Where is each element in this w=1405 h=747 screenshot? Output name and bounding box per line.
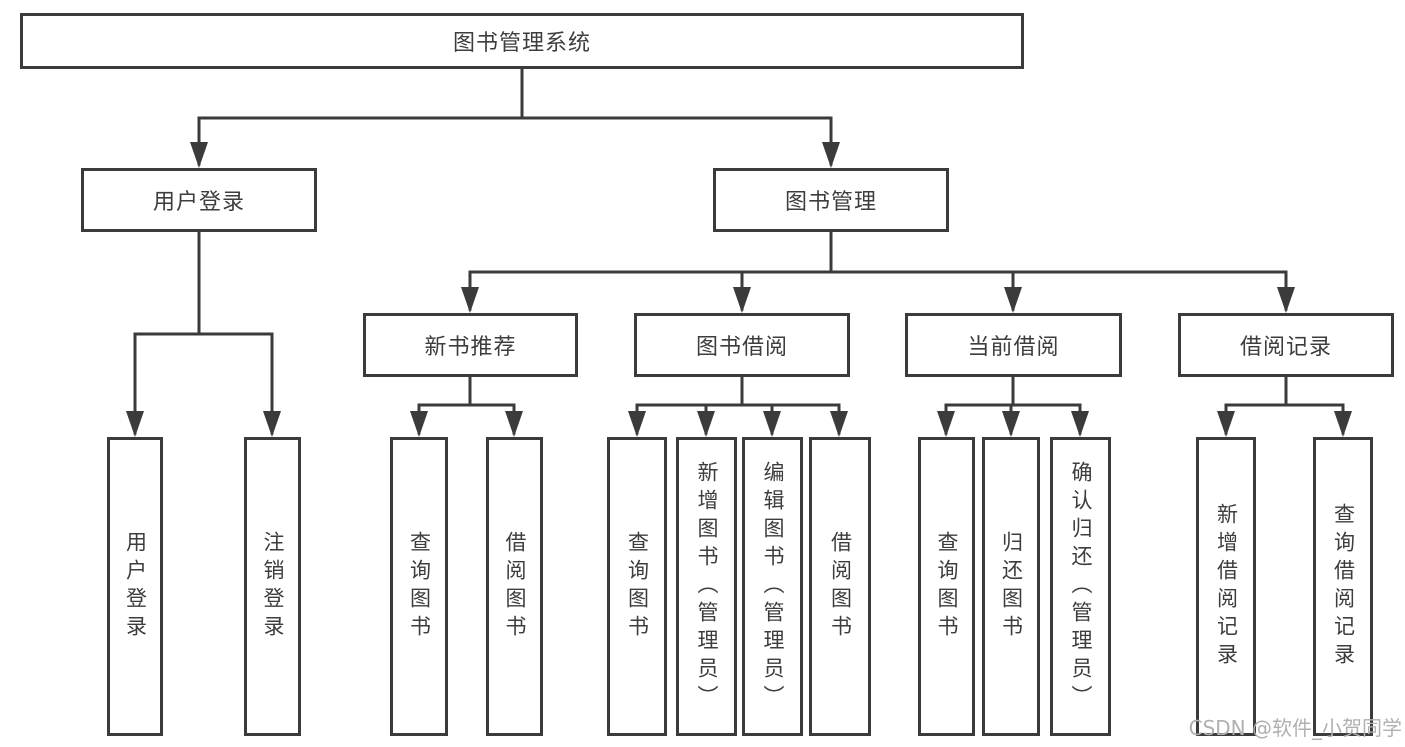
leaf-borrow-book-recommend: 借阅图书 xyxy=(486,437,543,736)
leaf-label: 借阅图书 xyxy=(828,530,853,643)
leaf-label: 借阅图书 xyxy=(503,530,527,643)
node-library-management-system: 图书管理系统 xyxy=(20,13,1024,69)
leaf-logout-login: 注销登录 xyxy=(244,437,301,736)
node-label: 用户登录 xyxy=(152,190,245,215)
leaf-label: 注销登录 xyxy=(261,530,285,643)
node-label: 借阅记录 xyxy=(1239,335,1332,360)
leaf-confirm-return-admin: 确认归还（管理员） xyxy=(1050,437,1111,736)
node-label: 新书推荐 xyxy=(424,335,517,360)
leaf-label: 查询图书 xyxy=(625,530,650,643)
leaf-query-book-current: 查询图书 xyxy=(918,437,975,736)
node-book-management-group: 图书管理 xyxy=(713,168,949,232)
leaf-query-borrow-record: 查询借阅记录 xyxy=(1313,437,1373,736)
node-borrow-records: 借阅记录 xyxy=(1178,313,1394,377)
leaf-label: 查询借阅记录 xyxy=(1331,502,1356,671)
node-current-borrow: 当前借阅 xyxy=(905,313,1122,377)
node-label: 当前借阅 xyxy=(967,335,1060,360)
leaf-borrow-book: 借阅图书 xyxy=(809,437,871,736)
node-label: 图书借阅 xyxy=(695,335,788,360)
leaf-label: 用户登录 xyxy=(123,530,148,643)
leaf-label: 查询图书 xyxy=(407,530,432,643)
csdn-watermark: CSDN @软件_小贺同学 xyxy=(1188,716,1402,740)
leaf-label: 确认归还（管理员） xyxy=(1069,460,1093,713)
leaf-user-login: 用户登录 xyxy=(107,437,163,736)
leaf-edit-book-admin: 编辑图书（管理员） xyxy=(742,437,803,736)
leaf-label: 归还图书 xyxy=(999,530,1024,643)
node-book-borrow: 图书借阅 xyxy=(634,313,850,377)
leaf-label: 编辑图书（管理员） xyxy=(761,460,785,713)
node-new-book-recommend: 新书推荐 xyxy=(363,313,578,377)
leaf-query-book-recommend: 查询图书 xyxy=(390,437,448,736)
node-user-login-group: 用户登录 xyxy=(81,168,317,232)
leaf-label: 新增图书（管理员） xyxy=(695,460,719,713)
leaf-add-book-admin: 新增图书（管理员） xyxy=(676,437,737,736)
node-label: 图书管理 xyxy=(784,190,877,215)
leaf-return-book: 归还图书 xyxy=(982,437,1040,736)
leaf-label: 查询图书 xyxy=(935,530,959,643)
leaf-query-book-borrow: 查询图书 xyxy=(607,437,667,736)
leaf-label: 新增借阅记录 xyxy=(1214,502,1239,671)
leaf-add-borrow-record: 新增借阅记录 xyxy=(1196,437,1256,736)
node-label: 图书管理系统 xyxy=(452,31,591,56)
